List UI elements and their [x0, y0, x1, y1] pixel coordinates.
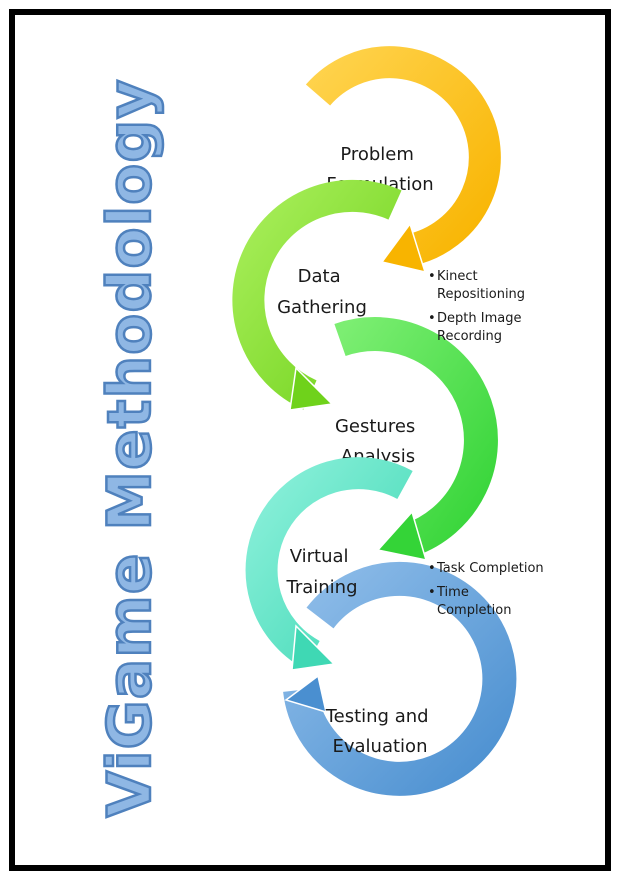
note-kinect: Kinect [437, 269, 478, 284]
stage-testing-and-evaluation: Testing and Evaluation [283, 561, 517, 796]
circular-arrow-icon [232, 179, 402, 411]
title-group: ViGame Methodology [94, 77, 167, 818]
notes-data-gathering: • Kinect Repositioning • Depth Image Rec… [428, 269, 525, 344]
stage-label-line1: Virtual [290, 546, 349, 567]
note-bullet: • [428, 585, 436, 600]
diagram-title: ViGame Methodology [95, 79, 165, 818]
note-bullet: • [428, 561, 436, 576]
circular-arrow-icon [334, 317, 498, 561]
circular-arrow-icon [245, 457, 413, 671]
stage-gestures-analysis: Gestures Analysis [334, 317, 498, 561]
note-recording: Recording [437, 329, 502, 344]
stage-virtual-training: Virtual Training [245, 457, 413, 671]
note-completion: Completion [437, 603, 511, 618]
stage-label-line1: Gestures [335, 416, 415, 437]
note-repositioning: Repositioning [437, 287, 525, 302]
stage-label-line2: Evaluation [333, 736, 428, 757]
note-bullet: • [428, 311, 436, 326]
note-bullet: • [428, 269, 436, 284]
stage-label-line2: Training [285, 577, 357, 598]
note-task-completion: Task Completion [436, 561, 544, 576]
note-depth-image: Depth Image [437, 311, 521, 326]
stage-label-line1: Data [298, 266, 341, 287]
svg-text:Testing and Evaluation: Testing and Evaluation [325, 706, 435, 757]
svg-text:Data Gathering: Data Gathering [277, 266, 367, 318]
stage-label-line2: Gathering [277, 297, 367, 318]
stage-label-line1: Testing and [325, 706, 429, 727]
circular-arrow-icon [283, 561, 517, 796]
svg-text:Virtual Training: Virtual Training [285, 546, 357, 598]
stage-problem-formulation: Problem Formulation [305, 46, 501, 274]
stage-label-line1: Problem [340, 144, 414, 165]
note-time: Time [436, 585, 469, 600]
circular-arrow-icon [305, 46, 501, 274]
notes-virtual-training: • Task Completion • Time Completion [428, 561, 544, 618]
stage-data-gathering: Data Gathering [232, 179, 402, 411]
